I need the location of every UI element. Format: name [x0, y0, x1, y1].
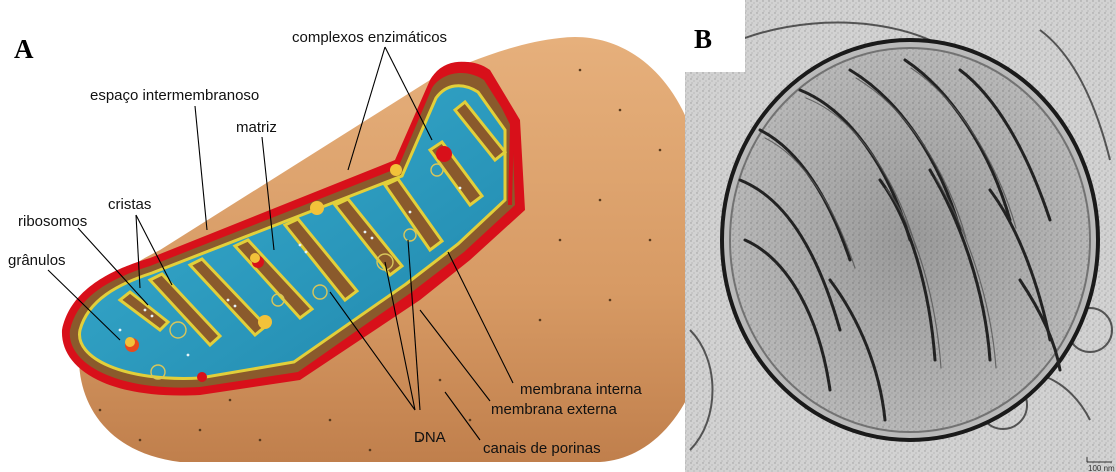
- panel-a-letter: A: [14, 34, 34, 64]
- label-ribosomos: ribosomos: [18, 213, 87, 230]
- label-cristas: cristas: [108, 196, 151, 213]
- label-matriz: matriz: [236, 119, 277, 136]
- label-complexos-enzimaticos: complexos enzimáticos: [292, 29, 447, 46]
- label-membrana-interna: membrana interna: [520, 381, 642, 398]
- panel-b-letter: B: [694, 24, 712, 54]
- label-dna: DNA: [414, 429, 446, 446]
- scale-bar-label: 100 nm: [1088, 464, 1115, 472]
- label-espaco-intermembranoso: espaço intermembranoso: [90, 87, 259, 104]
- panel-b-micrograph: [685, 0, 1116, 472]
- label-membrana-externa: membrana externa: [491, 401, 618, 418]
- label-canais-de-porinas: canais de porinas: [483, 440, 601, 457]
- label-granulos: grânulos: [8, 252, 66, 269]
